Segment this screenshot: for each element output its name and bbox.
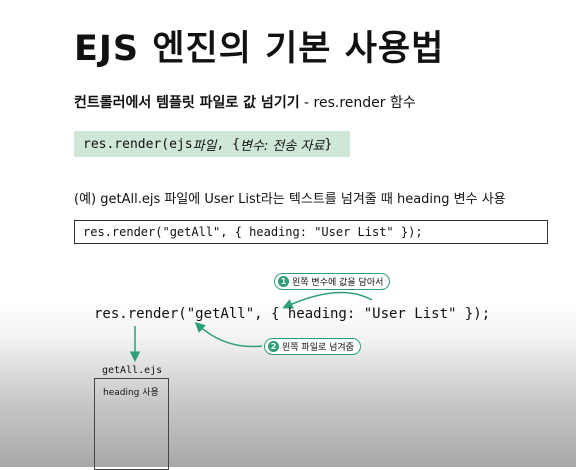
syntax-suffix: } [324,136,333,152]
step-1-number: 1 [278,276,289,287]
ejs-file-label: getAll.ejs [102,365,163,376]
step-1-text: 왼쪽 변수에 값을 담아서 [292,278,384,288]
syntax-arg-file: 파일 [192,138,217,154]
syntax-prefix: res.render(ejs [83,136,193,152]
step-2-number: 2 [268,341,279,352]
syntax-arg-vars: 변수: 전송 자료 [239,138,325,154]
slide-subtitle: 컨트롤러에서 템플릿 파일로 값 넘기기 - res.render 함수 [74,92,416,112]
example-text: (예) getAll.ejs 파일에 User List라는 텍스트를 넘겨줄 … [74,192,506,207]
callout-step-1: 1 왼쪽 변수에 값을 담아서 [274,273,391,290]
syntax-middle: , { [216,136,240,152]
diagram-code-line: res.render("getAll", { heading: "User Li… [94,306,491,322]
callout-step-2: 2 왼쪽 파일로 넘겨줌 [264,338,361,355]
arrow-to-variable [282,291,373,309]
example-code-line: res.render("getAll", { heading: "User Li… [83,225,423,239]
slide-title: EJS 엔진의 기본 사용법 [74,29,445,69]
subtitle-rest: - res.render 함수 [299,95,416,111]
syntax-box: res.render(ejs 파일, {변수: 전송 자료} [74,131,350,157]
ejs-file-content: heading 사용 [103,388,159,398]
step-2-text: 왼쪽 파일로 넘겨줌 [282,343,354,353]
ejs-file-box: heading 사용 [94,378,169,470]
example-code-box: res.render("getAll", { heading: "User Li… [74,220,548,244]
arrow-to-file [194,321,263,348]
subtitle-bold: 컨트롤러에서 템플릿 파일로 값 넘기기 [74,95,300,111]
